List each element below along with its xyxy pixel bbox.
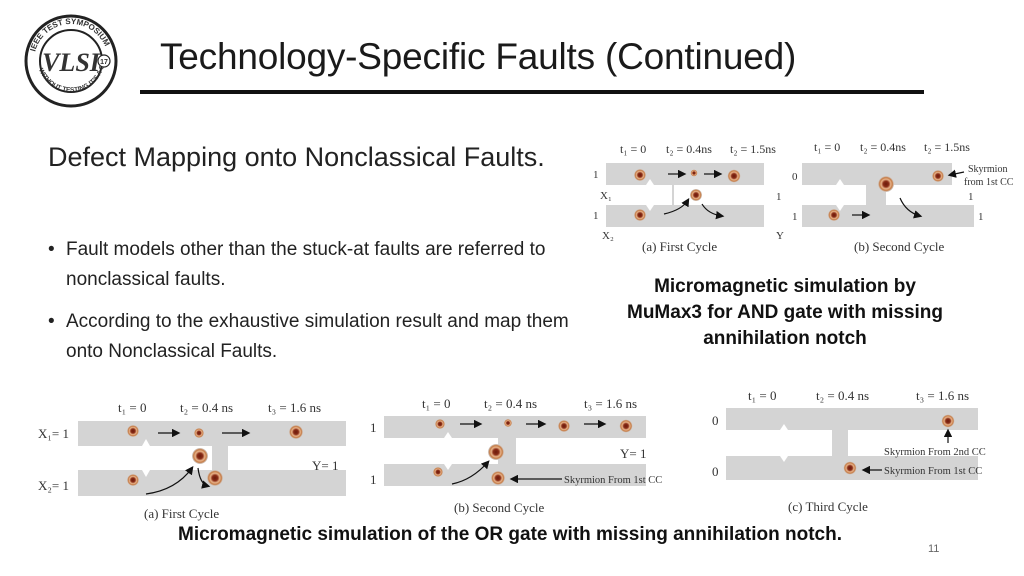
annotation: Skyrmion From 1st CC xyxy=(884,466,982,477)
bullet-text: According to the exhaustive simulation r… xyxy=(66,311,569,362)
input-label: X₂ xyxy=(602,230,614,242)
svg-text:VLSI: VLSI xyxy=(42,48,101,77)
time-label: t₁ = 0 xyxy=(118,400,146,415)
input-value: 1 xyxy=(792,211,798,223)
output-value: 1 xyxy=(978,211,984,223)
time-label: t₂ = 0.4 ns xyxy=(484,396,537,411)
or-second-cycle-track xyxy=(384,416,646,486)
annotation: Skyrmion xyxy=(968,164,1007,175)
skyrmion xyxy=(878,176,894,192)
input-label: X₂= 1 xyxy=(38,478,69,493)
bullet-dot: • xyxy=(48,239,55,260)
annotation: from 1st CC xyxy=(964,177,1014,188)
time-label: t₁ = 0 xyxy=(620,142,646,156)
skyrmion xyxy=(194,428,204,438)
cycle-label: (b) Second Cycle xyxy=(854,239,944,254)
and-first-cycle-track xyxy=(606,163,764,227)
input-value: 0 xyxy=(792,171,798,183)
skyrmion xyxy=(634,209,646,221)
time-label: t₃ = 1.6 ns xyxy=(916,388,969,403)
output-value: 1 xyxy=(776,191,782,203)
time-label: t₃ = 1.6 ns xyxy=(268,400,321,415)
annotation: Skyrmion From 2nd CC xyxy=(884,447,986,458)
cycle-label: (c) Third Cycle xyxy=(788,499,868,514)
skyrmion xyxy=(127,474,139,486)
skyrmion xyxy=(192,448,208,464)
or-gate-simulation-figure: t₁ = 0 t₂ = 0.4 ns t₃ = 1.6 ns X₁= 1 X₂=… xyxy=(38,388,986,521)
time-label: t₂ = 1.5ns xyxy=(730,142,776,156)
and-gate-simulation-figure: t₁ = 0 t₂ = 0.4ns t₂ = 1.5ns 1 X₁ 1 X₂ 1… xyxy=(593,140,1014,254)
output-label: Y= 1 xyxy=(620,446,646,461)
skyrmion xyxy=(828,209,840,221)
skyrmion xyxy=(727,169,741,183)
bullet-item: • According to the exhaustive simulation… xyxy=(48,307,588,367)
skyrmion xyxy=(619,419,633,433)
skyrmion xyxy=(504,419,512,427)
output-value: 1 xyxy=(968,191,974,203)
time-label: t₁ = 0 xyxy=(422,396,450,411)
cycle-label: (a) First Cycle xyxy=(144,506,219,521)
cycle-label: (a) First Cycle xyxy=(642,239,717,254)
input-value: 1 xyxy=(370,472,377,487)
bullet-dot: • xyxy=(48,311,55,332)
input-value: 1 xyxy=(593,169,599,181)
time-label: t₂ = 0.4 ns xyxy=(180,400,233,415)
or-figure-caption: Micromagnetic simulation of the OR gate … xyxy=(178,524,842,545)
annotation: Skyrmion From 1st CC xyxy=(564,475,662,486)
input-label: X₁ xyxy=(600,190,612,202)
page-number: 11 xyxy=(928,543,940,555)
slide-title: Technology-Specific Faults (Continued) xyxy=(160,36,797,77)
skyrmion xyxy=(433,467,443,477)
ieee-vlsi-test-symposium-logo: IEEE TEST SYMPOSIUM WITHOUT TESTING IT'S… xyxy=(21,9,118,108)
time-label: t₂ = 1.5ns xyxy=(924,140,970,154)
skyrmion xyxy=(932,170,944,182)
skyrmion xyxy=(690,189,702,201)
and-figure-caption: Micromagnetic simulation by MuMax3 for A… xyxy=(627,276,943,349)
time-label: t₂ = 0.4ns xyxy=(860,140,906,154)
skyrmion xyxy=(558,420,570,432)
output-label: Y= 1 xyxy=(312,458,338,473)
or-first-cycle-track xyxy=(78,421,346,496)
input-value: 0 xyxy=(712,464,719,479)
time-label: t₁ = 0 xyxy=(814,140,840,154)
time-label: t₁ = 0 xyxy=(748,388,776,403)
time-label: t₂ = 0.4 ns xyxy=(816,388,869,403)
skyrmion xyxy=(941,414,955,428)
skyrmion xyxy=(207,470,223,486)
input-label: X₁= 1 xyxy=(38,426,69,441)
input-value: 1 xyxy=(593,210,599,222)
bullet-item: • Fault models other than the stuck-at f… xyxy=(48,235,588,295)
skyrmion xyxy=(435,419,445,429)
title-underline xyxy=(140,90,924,94)
output-label: Y xyxy=(776,230,784,242)
skyrmion xyxy=(690,169,698,177)
cycle-label: (b) Second Cycle xyxy=(454,500,544,515)
skyrmion xyxy=(491,471,505,485)
time-label: t₂ = 0.4ns xyxy=(666,142,712,156)
skyrmion xyxy=(127,425,139,437)
skyrmion xyxy=(634,169,646,181)
input-value: 0 xyxy=(712,413,719,428)
svg-text:17: 17 xyxy=(100,59,108,66)
input-value: 1 xyxy=(370,420,377,435)
skyrmion xyxy=(289,425,303,439)
section-heading: Defect Mapping onto Nonclassical Faults. xyxy=(48,142,545,172)
or-third-cycle-track xyxy=(726,408,978,480)
bullet-text: Fault models other than the stuck-at fau… xyxy=(66,239,546,290)
and-second-cycle-track xyxy=(802,163,974,227)
time-label: t₃ = 1.6 ns xyxy=(584,396,637,411)
skyrmion xyxy=(843,461,857,475)
skyrmion xyxy=(488,444,504,460)
